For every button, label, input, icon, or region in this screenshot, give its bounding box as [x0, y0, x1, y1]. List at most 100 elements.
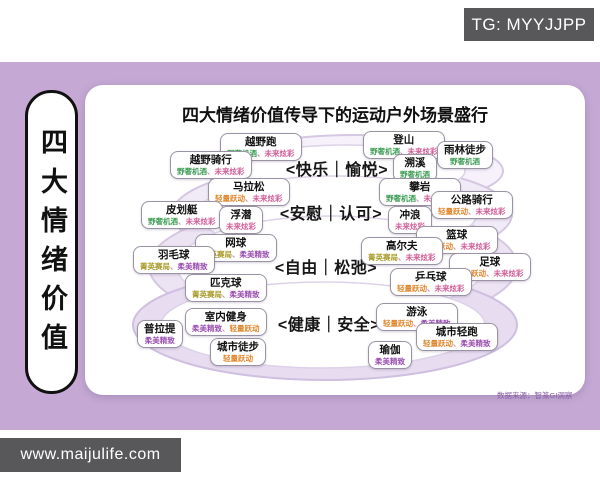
sport-tag: 未来炫彩: [453, 242, 491, 251]
sport-tags: 柔美精致: [375, 357, 405, 366]
sport-name: 溯溪: [404, 157, 426, 169]
sport-tag: 未来炫彩: [468, 207, 506, 216]
sport-tags: 未来炫彩: [395, 222, 425, 231]
sport-tag: 野奢机酒: [148, 217, 178, 227]
sport-tags: 菁英赛局柔美精致: [202, 250, 270, 259]
sport-box-snorkeling: 浮潜 未来炫彩: [219, 206, 263, 235]
sport-name: 公路骑行: [450, 194, 493, 206]
sport-box-kayaking: 皮划艇 野奢机酒未来炫彩: [141, 201, 223, 230]
sport-tag: 未来炫彩: [486, 269, 524, 278]
sport-tag: 未来炫彩: [398, 253, 436, 262]
sport-name: 游泳: [406, 306, 428, 318]
watermark-top-label: TG: MYYJJPP: [471, 14, 587, 34]
sport-tag: 菁英赛局: [140, 262, 170, 272]
sport-tag: 柔美精致: [232, 250, 270, 259]
sport-tags: 野奢机酒未来炫彩: [177, 167, 245, 176]
sport-tag: 轻量跃动: [215, 194, 245, 204]
sport-name: 高尔夫: [386, 240, 418, 252]
sport-tag: 柔美精致: [453, 339, 491, 348]
sport-tags: 未来炫彩: [226, 222, 256, 231]
sport-tag: 未来炫彩: [207, 167, 245, 176]
sport-name: 普拉提: [144, 323, 176, 335]
sport-tags: 轻量跃动未来炫彩: [397, 284, 465, 293]
sport-box-jungle-hiking: 雨林徒步 野奢机酒: [437, 141, 493, 170]
data-source-note: 数据来源：智篆GI洞察: [497, 391, 573, 400]
sport-name: 登山: [393, 134, 415, 146]
sidebar-title-pill: 四大情绪价值: [25, 90, 78, 394]
sport-name: 浮潜: [230, 209, 252, 221]
diagram-title: 四大情绪价值传导下的运动户外场景盛行: [182, 106, 488, 125]
sport-tag: 野奢机酒: [386, 194, 416, 204]
sport-tag: 轻量跃动: [438, 207, 468, 217]
sport-box-pilates: 普拉提 柔美精致: [137, 320, 183, 349]
sport-tag: 未来炫彩: [226, 222, 256, 232]
sport-name: 瑜伽: [379, 344, 401, 356]
sport-name: 城市徒步: [217, 341, 259, 353]
sport-name: 羽毛球: [158, 249, 190, 261]
category-label-health: <健康｜安全>: [277, 317, 381, 334]
sport-tag: 轻量跃动: [397, 284, 427, 294]
sport-name: 雨林徒步: [444, 144, 486, 156]
sport-tags: 菁英赛局柔美精致: [140, 262, 208, 271]
sport-box-marathon: 马拉松 轻量跃动未来炫彩: [208, 178, 290, 207]
sport-tag: 柔美精致: [375, 357, 405, 367]
sport-tag: 野奢机酒: [370, 147, 400, 157]
sport-tags: 轻量跃动未来炫彩: [215, 194, 283, 203]
sport-box-offroad-cycling: 越野骑行 野奢机酒未来炫彩: [170, 151, 252, 180]
sport-name: 攀岩: [409, 181, 431, 193]
sport-tag: 柔美精致: [192, 324, 222, 334]
sport-tag: 菁英赛局: [368, 253, 398, 263]
category-label-freedom: <自由｜松弛>: [274, 260, 378, 277]
sport-box-yoga: 瑜伽 柔美精致: [368, 341, 412, 370]
sport-tags: 轻量跃动: [217, 354, 259, 363]
diagram-panel: 四大情绪价值传导下的运动户外场景盛行 <快乐｜愉悦> <安慰｜认可> <自由｜松…: [85, 85, 585, 395]
sport-name: 马拉松: [233, 181, 265, 193]
sport-tag: 菁英赛局: [192, 290, 222, 300]
sport-name: 冲浪: [399, 209, 421, 221]
watermark-top-right: TG: MYYJJPP: [464, 8, 594, 41]
sport-box-road-cycling: 公路骑行 轻量跃动未来炫彩: [431, 191, 513, 220]
sport-name: 城市轻跑: [435, 326, 478, 338]
sport-tags: 野奢机酒: [444, 157, 486, 166]
sport-tag: 野奢机酒: [450, 157, 480, 167]
sport-tag: 柔美精致: [222, 290, 260, 299]
sport-box-badminton: 羽毛球 菁英赛局柔美精致: [133, 246, 215, 275]
sport-tag: 未来炫彩: [245, 194, 283, 203]
sport-tag: 轻量跃动: [223, 354, 253, 364]
sport-name: 匹克球: [210, 277, 242, 289]
nested-rings-graphic: [132, 134, 518, 381]
sport-name: 足球: [479, 256, 501, 268]
category-label-joy: <快乐｜愉悦>: [285, 162, 389, 179]
category-label-comfort: <安慰｜认可>: [279, 206, 383, 223]
sport-box-river-tracing: 溯溪 野奢机酒: [393, 154, 437, 183]
sport-name: 皮划艇: [166, 204, 198, 216]
sport-box-city-jogging: 城市轻跑 轻量跃动柔美精致: [416, 323, 498, 352]
sport-tags: 野奢机酒: [400, 170, 430, 179]
sport-tag: 轻量跃动: [222, 324, 260, 333]
sport-tag: 未来炫彩: [427, 284, 465, 293]
sport-tags: 轻量跃动未来炫彩: [438, 207, 506, 216]
sport-box-golf: 高尔夫 菁英赛局未来炫彩: [361, 237, 443, 266]
sport-name: 乒乓球: [415, 271, 447, 283]
watermark-bottom-left: www.maijulife.com: [0, 438, 181, 472]
sport-tags: 野奢机酒未来炫彩: [148, 217, 216, 226]
sport-tag: 未来炫彩: [257, 149, 295, 158]
sport-tags: 野奢机酒未来炫彩: [370, 147, 438, 156]
sport-name: 室内健身: [204, 311, 247, 323]
sport-tag: 轻量跃动: [423, 339, 453, 349]
sport-name: 越野跑: [245, 136, 277, 148]
sidebar-title: 四大情绪价值: [37, 128, 67, 362]
sport-tag: 未来炫彩: [400, 147, 438, 156]
sport-tags: 柔美精致: [144, 336, 176, 345]
sport-tag: 未来炫彩: [178, 217, 216, 226]
sport-box-city-walking: 城市徒步 轻量跃动: [210, 338, 266, 367]
sport-tag: 柔美精致: [170, 262, 208, 271]
sport-tag: 柔美精致: [144, 336, 175, 346]
sport-tag: 轻量跃动: [383, 319, 413, 329]
sport-name: 越野骑行: [189, 154, 232, 166]
sport-tags: 轻量跃动柔美精致: [423, 339, 491, 348]
sport-name: 网球: [225, 237, 247, 249]
sport-tag: 菁英赛局: [202, 250, 232, 260]
sport-tag: 野奢机酒: [177, 167, 207, 177]
sport-tags: 菁英赛局未来炫彩: [368, 253, 436, 262]
